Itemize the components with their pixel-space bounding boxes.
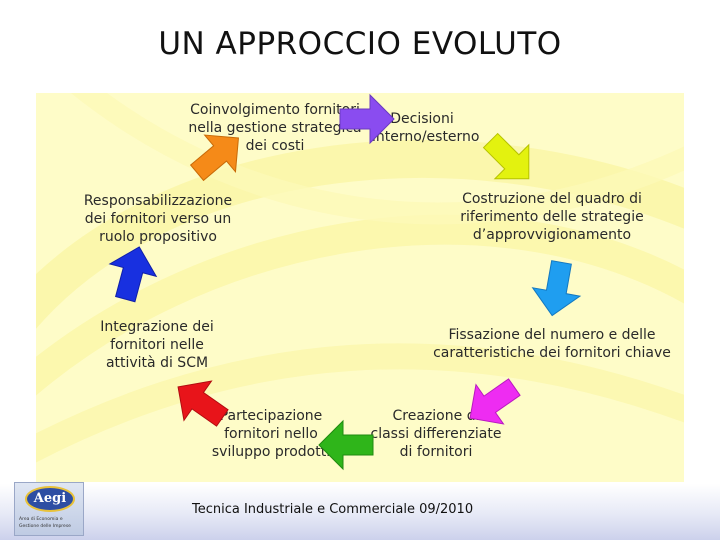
step-label-decisioni: Decisioni interno/esterno <box>372 111 480 145</box>
arrow-shape <box>339 93 395 145</box>
logo-line-1: Area di Economia e <box>19 517 63 522</box>
step-label-creazione: Creazione di classi differenziate di for… <box>370 408 502 460</box>
page-title: UN APPROCCIO EVOLUTO <box>158 26 562 62</box>
logo-word: Aegi <box>25 486 75 512</box>
arrow-blue <box>108 246 158 303</box>
footer-text: Tecnica Industriale e Commerciale 09/201… <box>192 502 474 517</box>
arrow-shape <box>189 134 239 182</box>
logo-line-2: Gestione delle Imprese <box>19 524 71 529</box>
step-label-coinvolgimento: Coinvolgimento fornitori nella gestione … <box>188 102 362 154</box>
arrow-shape <box>469 378 521 425</box>
arrow-shape <box>482 132 530 180</box>
arrow-shape <box>108 246 158 303</box>
step-label-integrazione: Integrazione dei fornitori nelle attivit… <box>100 319 214 371</box>
arrow-shape <box>531 260 582 317</box>
aegi-logo: Aegi Area di Economia e Gestione delle I… <box>14 482 84 536</box>
step-label-costruzione: Costruzione del quadro di riferimento de… <box>460 191 644 243</box>
arrow-shape <box>177 380 229 427</box>
arrow-magenta <box>469 378 521 425</box>
arrow-cyan <box>531 260 582 317</box>
arrow-yellow <box>482 132 530 180</box>
footer-bar <box>0 484 720 540</box>
step-label-responsabilizzazione: Responsabilizzazione dei fornitori verso… <box>83 193 233 245</box>
cycle-diagram <box>36 93 684 482</box>
arrow-orange <box>189 134 239 182</box>
arrow-purple <box>339 93 395 145</box>
step-label-fissazione: Fissazione del numero e delle caratteris… <box>433 327 671 361</box>
background-swirls <box>36 93 684 463</box>
arrow-red <box>177 380 229 427</box>
arrow-green <box>318 419 374 471</box>
step-label-partecipazione: Partecipazione fornitori nello sviluppo … <box>211 408 331 460</box>
arrow-shape <box>318 419 374 471</box>
